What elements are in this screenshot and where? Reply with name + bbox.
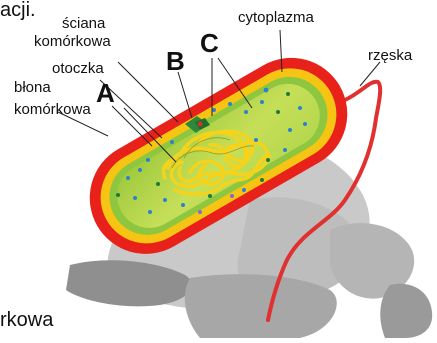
rzeska-label: rzęska [368,47,413,64]
top-fragment-text: acji. [0,0,36,21]
blona-label-line2: komórkowa [14,101,91,118]
otoczka-label: otoczka [52,60,104,77]
letter-c-label: C [200,28,219,58]
cytoplazma-label: cytoplazma [238,9,315,26]
blona-label-line1: błona [14,79,51,96]
bottom-fragment-text: rkowa [0,309,54,331]
letter-b-label: B [166,46,185,76]
sciana-label-line2: komórkowa [34,33,111,50]
letter-a-label: A [96,78,115,108]
sciana-label-line1: ściana [62,15,106,32]
